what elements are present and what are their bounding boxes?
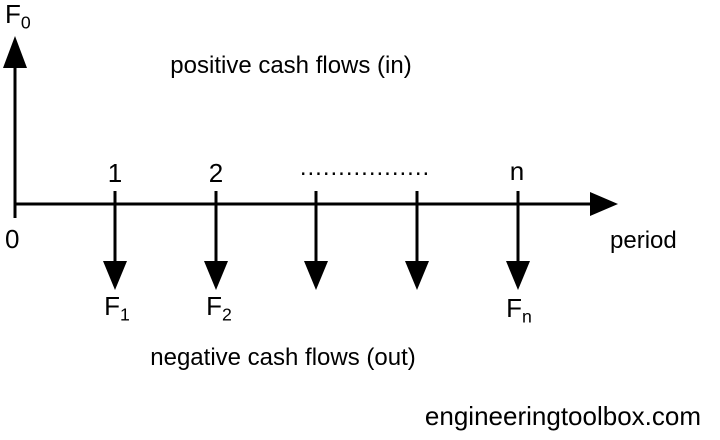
downward-arrow-shaft: [314, 191, 318, 262]
time-axis: [14, 192, 618, 216]
f0-base: F: [5, 0, 21, 29]
cash-flow-label-f1: F1: [104, 293, 130, 324]
downward-arrow-head-icon: [304, 261, 328, 290]
downward-cash-flow-arrow-3: [304, 191, 328, 290]
positive-cash-flows-caption: positive cash flows (in): [170, 52, 412, 79]
fn-base: F: [506, 293, 523, 323]
cash-flow-label-fn: Fn: [506, 295, 532, 326]
cash-flow-label-f0: F0: [5, 1, 31, 32]
upward-arrow-head-icon: [3, 36, 27, 68]
f1-base: F: [104, 291, 121, 321]
upward-cash-flow-arrow: [3, 36, 27, 218]
downward-cash-flow-arrow-n: [506, 191, 530, 290]
time-axis-line: [14, 202, 592, 206]
cash-flow-label-f2: F2: [206, 293, 232, 324]
downward-arrow-head-icon: [405, 261, 429, 290]
downward-cash-flow-arrow-4: [405, 191, 429, 290]
downward-arrow-shaft: [113, 191, 117, 262]
downward-arrow-head-icon: [506, 261, 530, 290]
tick-label-1: 1: [107, 158, 123, 188]
downward-arrow-shaft: [214, 191, 218, 262]
downward-arrow-head-icon: [204, 261, 228, 290]
f2-base: F: [206, 291, 223, 321]
fn-subscript: n: [522, 306, 532, 327]
time-axis-arrowhead-icon: [590, 192, 618, 216]
axis-name-label: period: [610, 227, 677, 254]
downward-arrow-shaft: [516, 191, 520, 262]
tick-label-2: 2: [208, 158, 224, 188]
negative-cash-flows-caption: negative cash flows (out): [150, 344, 416, 371]
f0-subscript: 0: [20, 12, 31, 33]
watermark-text: engineeringtoolbox.com: [424, 401, 701, 431]
downward-arrow-shaft: [415, 191, 419, 262]
upward-arrow-shaft: [13, 62, 17, 218]
f2-subscript: 2: [222, 304, 232, 325]
f1-subscript: 1: [120, 304, 130, 325]
downward-arrow-head-icon: [103, 261, 127, 290]
downward-cash-flow-arrow-2: [204, 191, 228, 290]
tick-label-ellipsis: .................: [299, 154, 431, 181]
downward-cash-flow-arrow-1: [103, 191, 127, 290]
tick-label-n: n: [509, 156, 525, 186]
origin-label: 0: [5, 224, 20, 254]
